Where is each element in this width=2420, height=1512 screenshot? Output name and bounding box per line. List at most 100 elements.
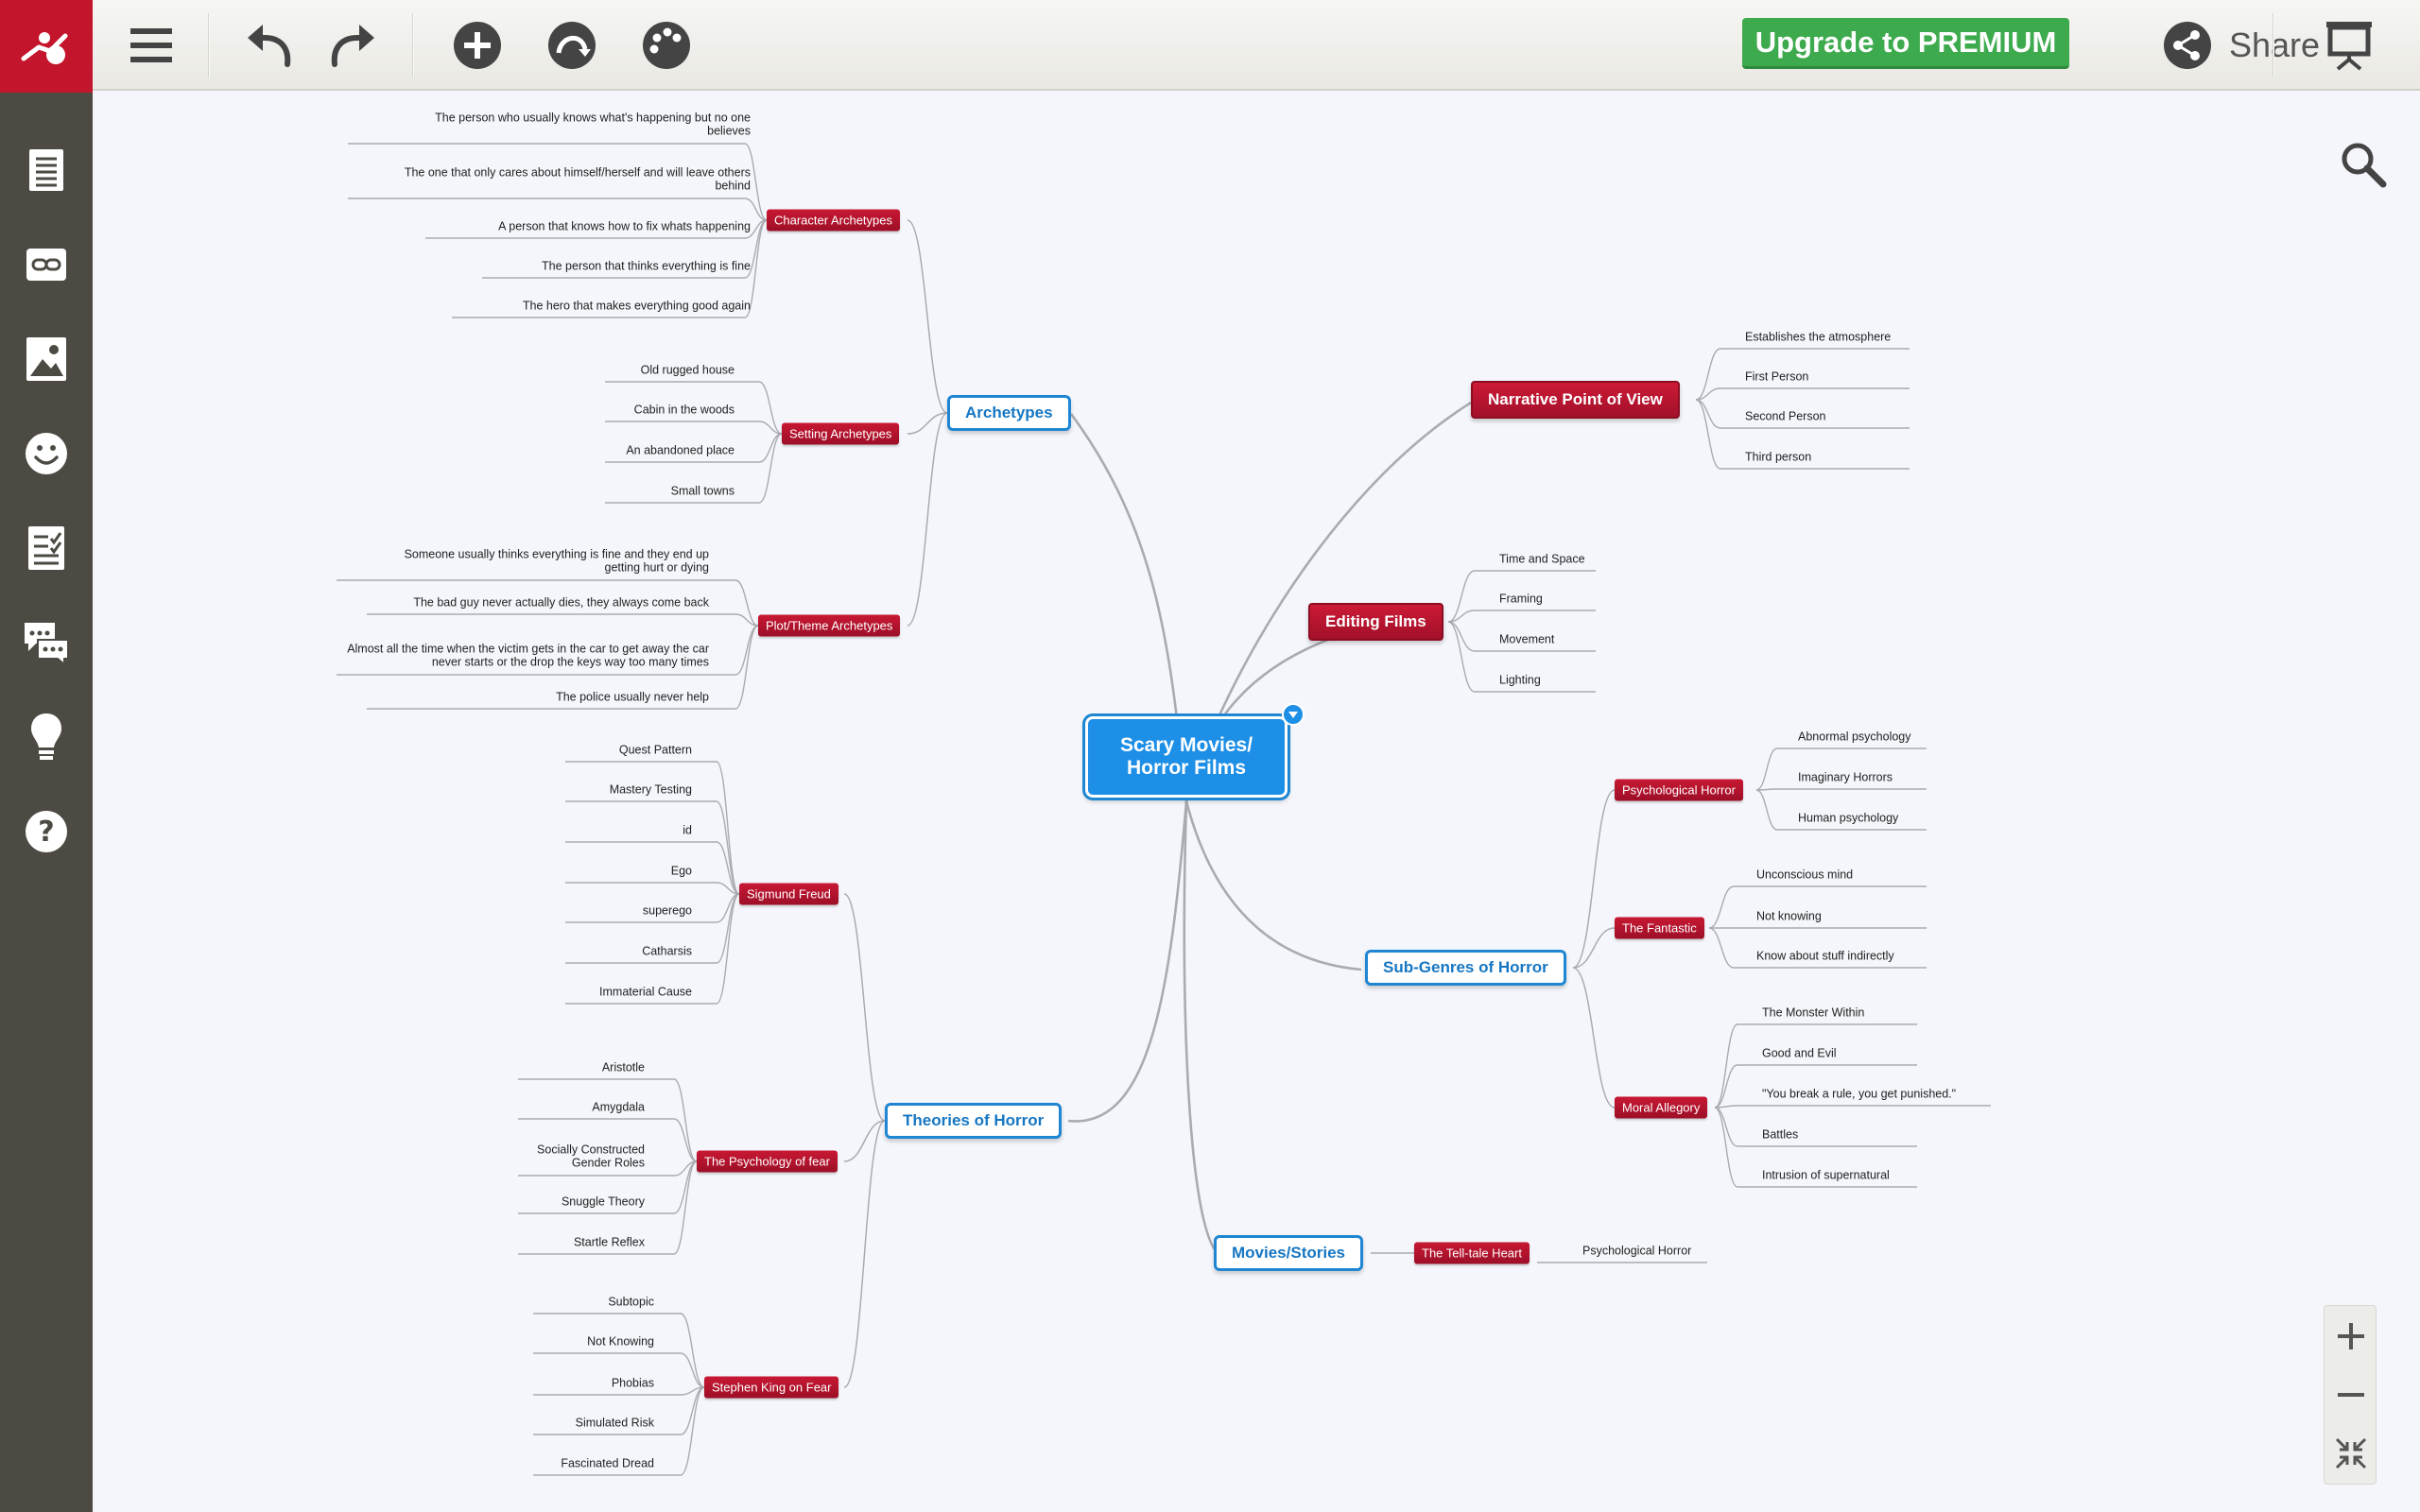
subtopic-psychological-horror[interactable]: Psychological Horror bbox=[1615, 779, 1743, 801]
connector-line bbox=[735, 613, 759, 627]
idea-button[interactable] bbox=[0, 699, 93, 775]
topic-theories[interactable]: Theories of Horror bbox=[885, 1103, 1063, 1139]
add-topic-button[interactable] bbox=[447, 15, 508, 76]
leaf-setting-1[interactable]: Cabin in the woods bbox=[633, 403, 735, 417]
emoji-button[interactable] bbox=[0, 416, 93, 491]
leaf-narrative-2[interactable]: Second Person bbox=[1745, 409, 1826, 423]
connector-line bbox=[843, 1120, 886, 1388]
leaf-character-3[interactable]: The person that thinks everything is fin… bbox=[542, 259, 751, 273]
leaf-narrative-3[interactable]: Third person bbox=[1745, 450, 1812, 464]
leaf-plot-2[interactable]: Almost all the time when the victim gets… bbox=[347, 642, 709, 668]
subtopic-stephen-king[interactable]: Stephen King on Fear bbox=[704, 1376, 839, 1399]
leaf-setting-0[interactable]: Old rugged house bbox=[640, 363, 735, 377]
leaf-moral-2[interactable]: "You break a rule, you get punished." bbox=[1762, 1087, 1957, 1101]
leaf-character-0[interactable]: The person who usually knows what's happ… bbox=[435, 111, 751, 137]
leaf-psych-0[interactable]: Abnormal psychology bbox=[1798, 730, 1911, 744]
toolbar-divider bbox=[412, 13, 414, 77]
topic-movies-stories[interactable]: Movies/Stories bbox=[1214, 1235, 1363, 1271]
subtopic-moral-allegory[interactable]: Moral Allegory bbox=[1615, 1096, 1708, 1119]
leaf-fantastic-1[interactable]: Not knowing bbox=[1756, 909, 1822, 923]
outline-button[interactable] bbox=[0, 132, 93, 208]
leaf-freud-1[interactable]: Mastery Testing bbox=[609, 782, 692, 797]
search-button[interactable] bbox=[2333, 134, 2394, 195]
leaf-moral-0[interactable]: The Monster Within bbox=[1762, 1005, 1865, 1020]
leaf-freud-2[interactable]: id bbox=[683, 823, 692, 837]
help-button[interactable]: ? bbox=[0, 794, 93, 869]
topic-archetypes[interactable]: Archetypes bbox=[947, 395, 1071, 431]
leaf-fantastic-2[interactable]: Know about stuff indirectly bbox=[1756, 949, 1894, 963]
connector-line bbox=[716, 882, 740, 895]
connector-line bbox=[673, 1118, 698, 1162]
menu-button[interactable] bbox=[121, 15, 182, 76]
leaf-character-2[interactable]: A person that knows how to fix whats hap… bbox=[498, 219, 751, 233]
task-button[interactable] bbox=[0, 510, 93, 586]
fit-to-screen-button[interactable] bbox=[2325, 1427, 2377, 1480]
leaf-fear-1[interactable]: Amygdala bbox=[592, 1100, 645, 1114]
leaf-narrative-1[interactable]: First Person bbox=[1745, 369, 1809, 384]
leaf-editing-0[interactable]: Time and Space bbox=[1499, 552, 1585, 566]
leaf-editing-2[interactable]: Movement bbox=[1499, 632, 1555, 646]
leaf-fear-0[interactable]: Aristotle bbox=[601, 1060, 645, 1074]
leaf-freud-6[interactable]: Immaterial Cause bbox=[599, 985, 692, 999]
zoom-out-button[interactable] bbox=[2325, 1368, 2377, 1421]
chevron-down-icon bbox=[1288, 712, 1298, 718]
leaf-king-3[interactable]: Simulated Risk bbox=[575, 1416, 654, 1430]
redo-button[interactable] bbox=[321, 15, 382, 76]
leaf-psych-2[interactable]: Human psychology bbox=[1798, 811, 1899, 825]
relation-button[interactable] bbox=[542, 15, 602, 76]
subtopic-psychology-of-fear[interactable]: The Psychology of fear bbox=[697, 1150, 838, 1173]
subtopic-plot-archetypes[interactable]: Plot/Theme Archetypes bbox=[758, 614, 901, 637]
subtopic-the-fantastic[interactable]: The Fantastic bbox=[1615, 917, 1704, 939]
connector-line bbox=[1572, 927, 1616, 969]
image-button[interactable] bbox=[0, 321, 93, 397]
leaf-moral-4[interactable]: Intrusion of supernatural bbox=[1762, 1168, 1890, 1182]
leaf-psych-1[interactable]: Imaginary Horrors bbox=[1798, 770, 1893, 784]
leaf-moral-3[interactable]: Battles bbox=[1762, 1127, 1799, 1142]
share-button[interactable]: Share bbox=[2163, 19, 2320, 72]
leaf-narrative-0[interactable]: Establishes the atmosphere bbox=[1745, 330, 1892, 344]
link-button[interactable] bbox=[0, 227, 93, 302]
leaf-plot-3[interactable]: The police usually never help bbox=[556, 690, 709, 704]
app-logo[interactable] bbox=[0, 0, 93, 93]
leaf-fear-3[interactable]: Snuggle Theory bbox=[561, 1194, 645, 1209]
leaf-character-4[interactable]: The hero that makes everything good agai… bbox=[522, 299, 751, 313]
leaf-freud-5[interactable]: Catharsis bbox=[642, 944, 692, 958]
subtopic-tell-tale-heart[interactable]: The Tell-tale Heart bbox=[1414, 1242, 1530, 1264]
presentation-button[interactable] bbox=[2319, 15, 2379, 76]
leaf-plot-1[interactable]: The bad guy never actually dies, they al… bbox=[413, 595, 709, 610]
topic-narrative-pov[interactable]: Narrative Point of View bbox=[1471, 381, 1680, 419]
central-topic[interactable]: Scary Movies/ Horror Films bbox=[1082, 713, 1290, 800]
leaf-king-1[interactable]: Not Knowing bbox=[587, 1334, 654, 1349]
leaf-editing-1[interactable]: Framing bbox=[1499, 592, 1543, 606]
leaf-king-0[interactable]: Subtopic bbox=[608, 1295, 654, 1309]
style-button[interactable] bbox=[636, 15, 697, 76]
leaf-fear-4[interactable]: Startle Reflex bbox=[573, 1235, 645, 1249]
leaf-setting-3[interactable]: Small towns bbox=[670, 484, 735, 498]
leaf-editing-3[interactable]: Lighting bbox=[1499, 673, 1541, 687]
subtopic-setting-archetypes[interactable]: Setting Archetypes bbox=[782, 422, 900, 445]
upgrade-premium-button[interactable]: Upgrade to PREMIUM bbox=[1742, 18, 2069, 69]
undo-button[interactable] bbox=[240, 15, 301, 76]
leaf-telltale-0[interactable]: Psychological Horror bbox=[1582, 1244, 1692, 1258]
leaf-fear-2[interactable]: Socially Constructed Gender Roles bbox=[537, 1143, 645, 1169]
leaf-character-1[interactable]: The one that only cares about himself/he… bbox=[404, 165, 751, 192]
leaf-king-2[interactable]: Phobias bbox=[611, 1376, 654, 1390]
leaf-setting-2[interactable]: An abandoned place bbox=[626, 443, 735, 457]
outline-icon bbox=[29, 149, 63, 191]
leaf-plot-0[interactable]: Someone usually thinks everything is fin… bbox=[404, 547, 709, 574]
leaf-freud-3[interactable]: Ego bbox=[670, 864, 692, 878]
leaf-fantastic-0[interactable]: Unconscious mind bbox=[1756, 868, 1854, 882]
leaf-freud-4[interactable]: superego bbox=[642, 903, 692, 918]
collapse-toggle[interactable] bbox=[1282, 703, 1305, 726]
zoom-in-button[interactable] bbox=[2325, 1310, 2377, 1363]
zoom-controls bbox=[2324, 1305, 2377, 1485]
subtopic-sigmund-freud[interactable]: Sigmund Freud bbox=[739, 883, 838, 905]
topic-subgenres[interactable]: Sub-Genres of Horror bbox=[1365, 950, 1566, 986]
leaf-moral-1[interactable]: Good and Evil bbox=[1762, 1046, 1837, 1060]
comments-button[interactable] bbox=[0, 605, 93, 680]
leaf-freud-0[interactable]: Quest Pattern bbox=[618, 743, 692, 757]
subtopic-character-archetypes[interactable]: Character Archetypes bbox=[767, 209, 901, 232]
leaf-king-4[interactable]: Fascinated Dread bbox=[561, 1456, 654, 1470]
topic-editing-films[interactable]: Editing Films bbox=[1308, 603, 1443, 641]
